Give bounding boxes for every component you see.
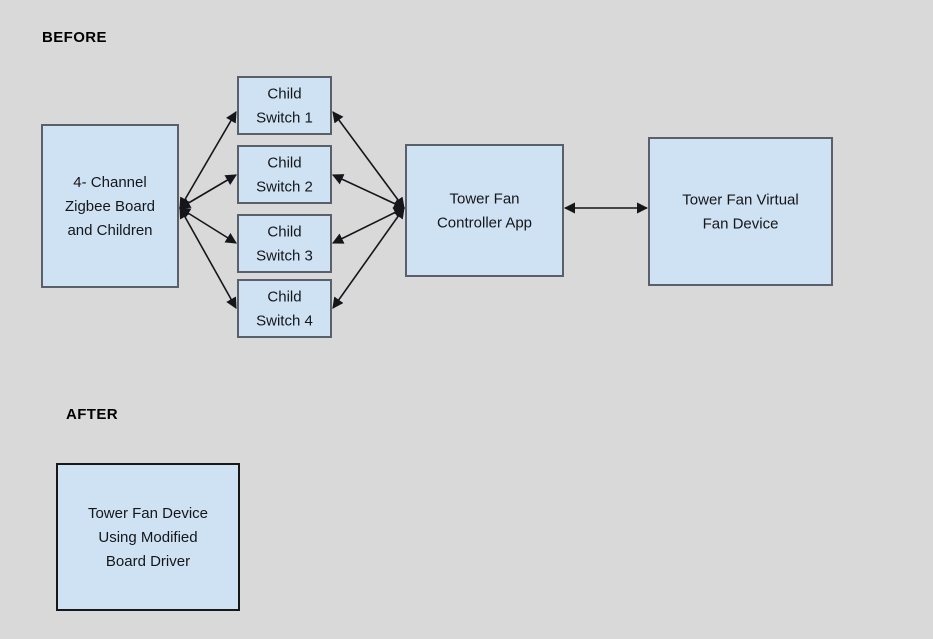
node-zigbee-board-label-line-2: Zigbee Board — [65, 198, 155, 215]
node-child-switch-4-label-line-1: Child — [267, 289, 301, 306]
edge-zigbee-board-to-child-switch-4[interactable] — [179, 207, 237, 309]
edge-zigbee-board-to-child-switch-1-line — [179, 111, 237, 209]
node-tower-fan-virtual-fan-device-label-line-1: Tower Fan Virtual — [682, 192, 798, 209]
node-tower-fan-controller-app-box — [405, 144, 564, 277]
edge-child-switch-1-to-controller-app-line — [332, 111, 405, 209]
node-tower-fan-device-modified-board-driver-label-line-1: Tower Fan Device — [88, 505, 208, 522]
section-label-after: AFTER — [66, 406, 118, 423]
node-child-switch-2-box — [237, 145, 332, 204]
edge-zigbee-board-to-child-switch-3[interactable] — [179, 207, 237, 244]
node-tower-fan-controller-app-label-line-2: Controller App — [437, 215, 532, 232]
edge-zigbee-board-to-child-switch-2-line — [179, 174, 237, 209]
node-tower-fan-device-modified-board-driver-box — [56, 463, 240, 611]
edge-zigbee-board-to-child-switch-2[interactable] — [179, 174, 237, 209]
edges-layer — [179, 111, 649, 309]
node-tower-fan-controller-app-label-line-1: Tower Fan — [449, 191, 519, 208]
node-child-switch-4-box — [237, 279, 332, 338]
edge-child-switch-4-to-controller-app-line — [332, 207, 405, 309]
node-tower-fan-virtual-fan-device-label-line-2: Fan Device — [703, 216, 779, 233]
node-tower-fan-device-modified-board-driver-label-line-2: Using Modified — [98, 529, 197, 546]
edge-child-switch-3-to-controller-app[interactable] — [331, 207, 406, 244]
edge-child-switch-4-to-controller-app[interactable] — [332, 207, 405, 309]
edge-zigbee-board-to-child-switch-3-line — [179, 207, 237, 244]
node-child-switch-3-label-line-2: Switch 3 — [256, 248, 313, 265]
edge-child-switch-1-to-controller-app[interactable] — [332, 111, 405, 209]
node-child-switch-2-label-line-2: Switch 2 — [256, 179, 313, 196]
edge-child-switch-3-to-controller-app-line — [331, 207, 406, 244]
node-tower-fan-device-modified-board-driver-label-line-3: Board Driver — [106, 553, 190, 570]
node-child-switch-2-label-line-1: Child — [267, 155, 301, 172]
section-label-before: BEFORE — [42, 29, 107, 46]
node-child-switch-3-box — [237, 214, 332, 273]
edge-zigbee-board-to-child-switch-4-line — [179, 207, 237, 309]
node-zigbee-board-label-line-1: 4- Channel — [73, 174, 146, 191]
edge-child-switch-2-to-controller-app-line — [331, 174, 406, 209]
node-child-switch-1-box — [237, 76, 332, 135]
node-child-switch-1-label-line-2: Switch 1 — [256, 110, 313, 127]
node-tower-fan-virtual-fan-device-box — [648, 137, 833, 286]
edge-zigbee-board-to-child-switch-1[interactable] — [179, 111, 237, 209]
node-zigbee-board-label-line-3: and Children — [67, 222, 152, 239]
node-child-switch-4-label-line-2: Switch 4 — [256, 313, 313, 330]
node-child-switch-1-label-line-1: Child — [267, 86, 301, 103]
section-labels-layer: BEFORE AFTER — [42, 29, 118, 423]
node-child-switch-3-label-line-1: Child — [267, 224, 301, 241]
edge-child-switch-2-to-controller-app[interactable] — [331, 174, 406, 209]
node-zigbee-board-box — [41, 124, 179, 288]
